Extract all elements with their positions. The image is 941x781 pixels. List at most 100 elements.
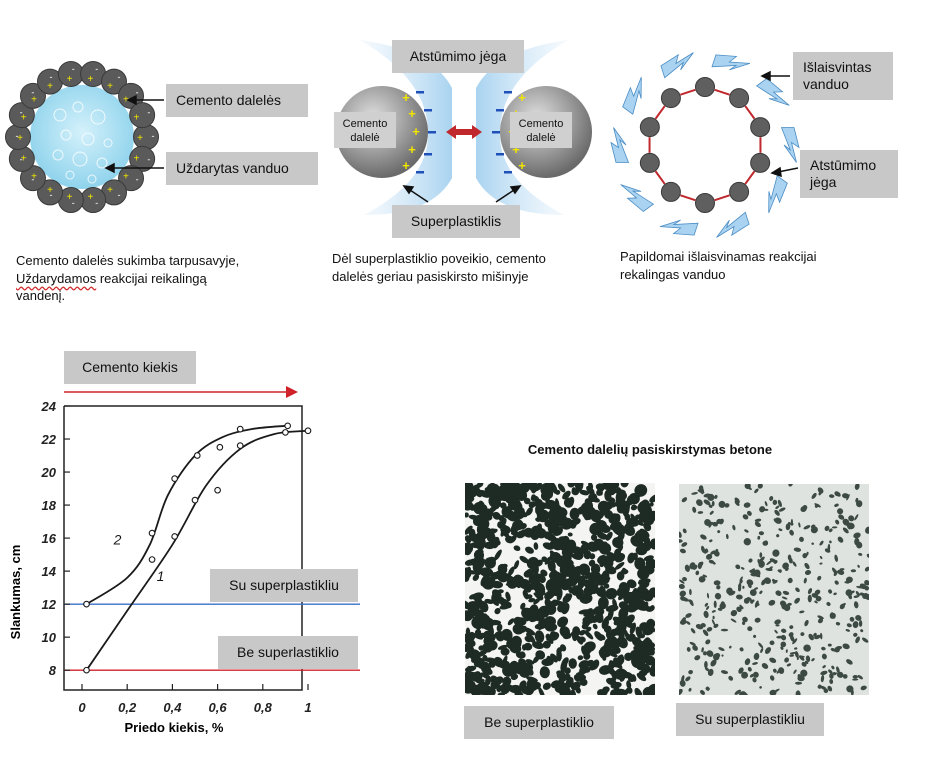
water-bolt-icon [755, 77, 790, 106]
cement-particle [695, 193, 715, 213]
svg-text:-: - [31, 87, 34, 97]
chart-y-label: Slankumas, cm [8, 545, 23, 640]
repulsion-arrow [714, 194, 730, 202]
data-point [148, 529, 156, 537]
particle-right-label: Cemento [519, 118, 564, 130]
negative-charge [416, 91, 424, 94]
series-label-2: 2 [113, 532, 122, 548]
negative-charge [416, 171, 424, 174]
water-bolt-icon [768, 175, 788, 214]
panel2-caption: Dėl superplastiklio poveikio, cemento da… [332, 251, 546, 284]
x-tick-label: 1 [304, 700, 311, 715]
cement-particle [729, 181, 750, 202]
water-bolt-icon [622, 76, 642, 115]
svg-text:-: - [147, 154, 150, 164]
repulsion-arrow [744, 105, 756, 120]
label-repulsion-force-2: Atstūmimo jėga [800, 150, 898, 198]
svg-text:-: - [95, 198, 98, 208]
water-bolt-icon [610, 127, 630, 163]
y-tick-label: 12 [42, 597, 57, 612]
panel3-label-arrows [760, 70, 799, 178]
x-tick-label: 0,8 [254, 700, 273, 715]
svg-text:+: + [67, 192, 73, 203]
svg-text:+: + [21, 112, 27, 123]
water-bolt-icon [711, 54, 751, 71]
negative-charge [424, 109, 432, 112]
label-repulsion-force: Atstūmimo jėga [392, 40, 524, 73]
cement-particle: +- [129, 102, 156, 129]
positive-charge: + [408, 106, 416, 121]
svg-text:+: + [87, 74, 93, 85]
cement-amount-arrow [64, 386, 298, 398]
positive-charge: + [518, 90, 526, 105]
y-tick-label: 16 [42, 531, 57, 546]
data-point [148, 556, 156, 563]
reference-lines [64, 603, 360, 671]
cement-particle [660, 88, 681, 109]
y-tick-label: 18 [42, 498, 57, 513]
panel3-diagram [610, 52, 800, 238]
cement-particle-ring: +-+-+-+-+-+-+-+-+-+-+-+-+-+-+-+-+-+- [5, 60, 159, 214]
x-tick-label: 0 [78, 700, 86, 715]
repulsion-arrow [744, 170, 756, 185]
data-point [191, 496, 199, 504]
data-point [83, 600, 90, 608]
positive-charge: + [518, 158, 526, 173]
cement-particle [660, 181, 681, 202]
water-bolt-icon [620, 184, 655, 213]
negative-charge [492, 131, 500, 134]
negative-charge [496, 153, 504, 156]
cement-particle [750, 152, 771, 173]
svg-text:-: - [16, 131, 19, 141]
superplasticizer-arrows [402, 185, 522, 203]
water-bolt-icon [659, 219, 699, 236]
positive-charge: + [402, 90, 410, 105]
series-line-2 [86, 424, 286, 605]
negative-charge [424, 153, 432, 156]
panel3-caption: Papildomai išlaisvinamas reakcijai rekal… [620, 249, 817, 282]
label-with-superplasticizer: Su superplastikliu [210, 569, 358, 602]
data-point [304, 427, 312, 435]
cement-particle: +- [118, 82, 145, 109]
svg-text:+: + [47, 81, 53, 92]
cement-particle [639, 152, 660, 173]
svg-text:-: - [136, 87, 139, 97]
negative-charge [504, 171, 512, 174]
svg-text:-: - [50, 190, 53, 200]
superplasticizer-layer-right [476, 40, 568, 215]
dispersed-particles [610, 52, 800, 238]
svg-text:+: + [133, 154, 139, 165]
x-tick-label: 0,4 [163, 700, 182, 715]
svg-text:+: + [133, 112, 139, 123]
y-tick-label: 10 [42, 630, 57, 645]
data-point [214, 486, 221, 494]
svg-text:+: + [17, 133, 23, 144]
svg-text:-: - [118, 190, 121, 200]
cement-particle: +- [118, 165, 145, 192]
cement-particle: +- [37, 68, 63, 95]
svg-text:+: + [107, 185, 113, 196]
svg-text:+: + [31, 172, 37, 183]
svg-text:-: - [20, 154, 23, 164]
repulsion-arrow [680, 88, 696, 96]
chart-axes [63, 405, 303, 691]
svg-text:-: - [20, 108, 23, 118]
panel2-diagram: ++++++++++ Cemento dalelė Cemento dalelė [334, 40, 592, 215]
positive-charge: + [402, 158, 410, 173]
repulsion-arrow [680, 194, 696, 202]
svg-text:-: - [95, 64, 98, 74]
cement-particle: +- [37, 179, 63, 206]
svg-text:+: + [137, 133, 143, 144]
data-point [171, 533, 179, 540]
svg-text:+: + [107, 81, 113, 92]
svg-text:+: + [67, 74, 73, 85]
cement-particle: +- [19, 82, 46, 109]
label-cement-amount: Cemento kiekis [64, 351, 196, 384]
svg-text:+: + [31, 94, 37, 105]
label-superplasticizer: Superplastiklis [392, 205, 520, 238]
positive-charge: + [512, 142, 520, 157]
water-bolt-icon [716, 211, 750, 238]
repulsion-arrow [446, 125, 482, 139]
y-tick-label: 20 [41, 465, 57, 480]
